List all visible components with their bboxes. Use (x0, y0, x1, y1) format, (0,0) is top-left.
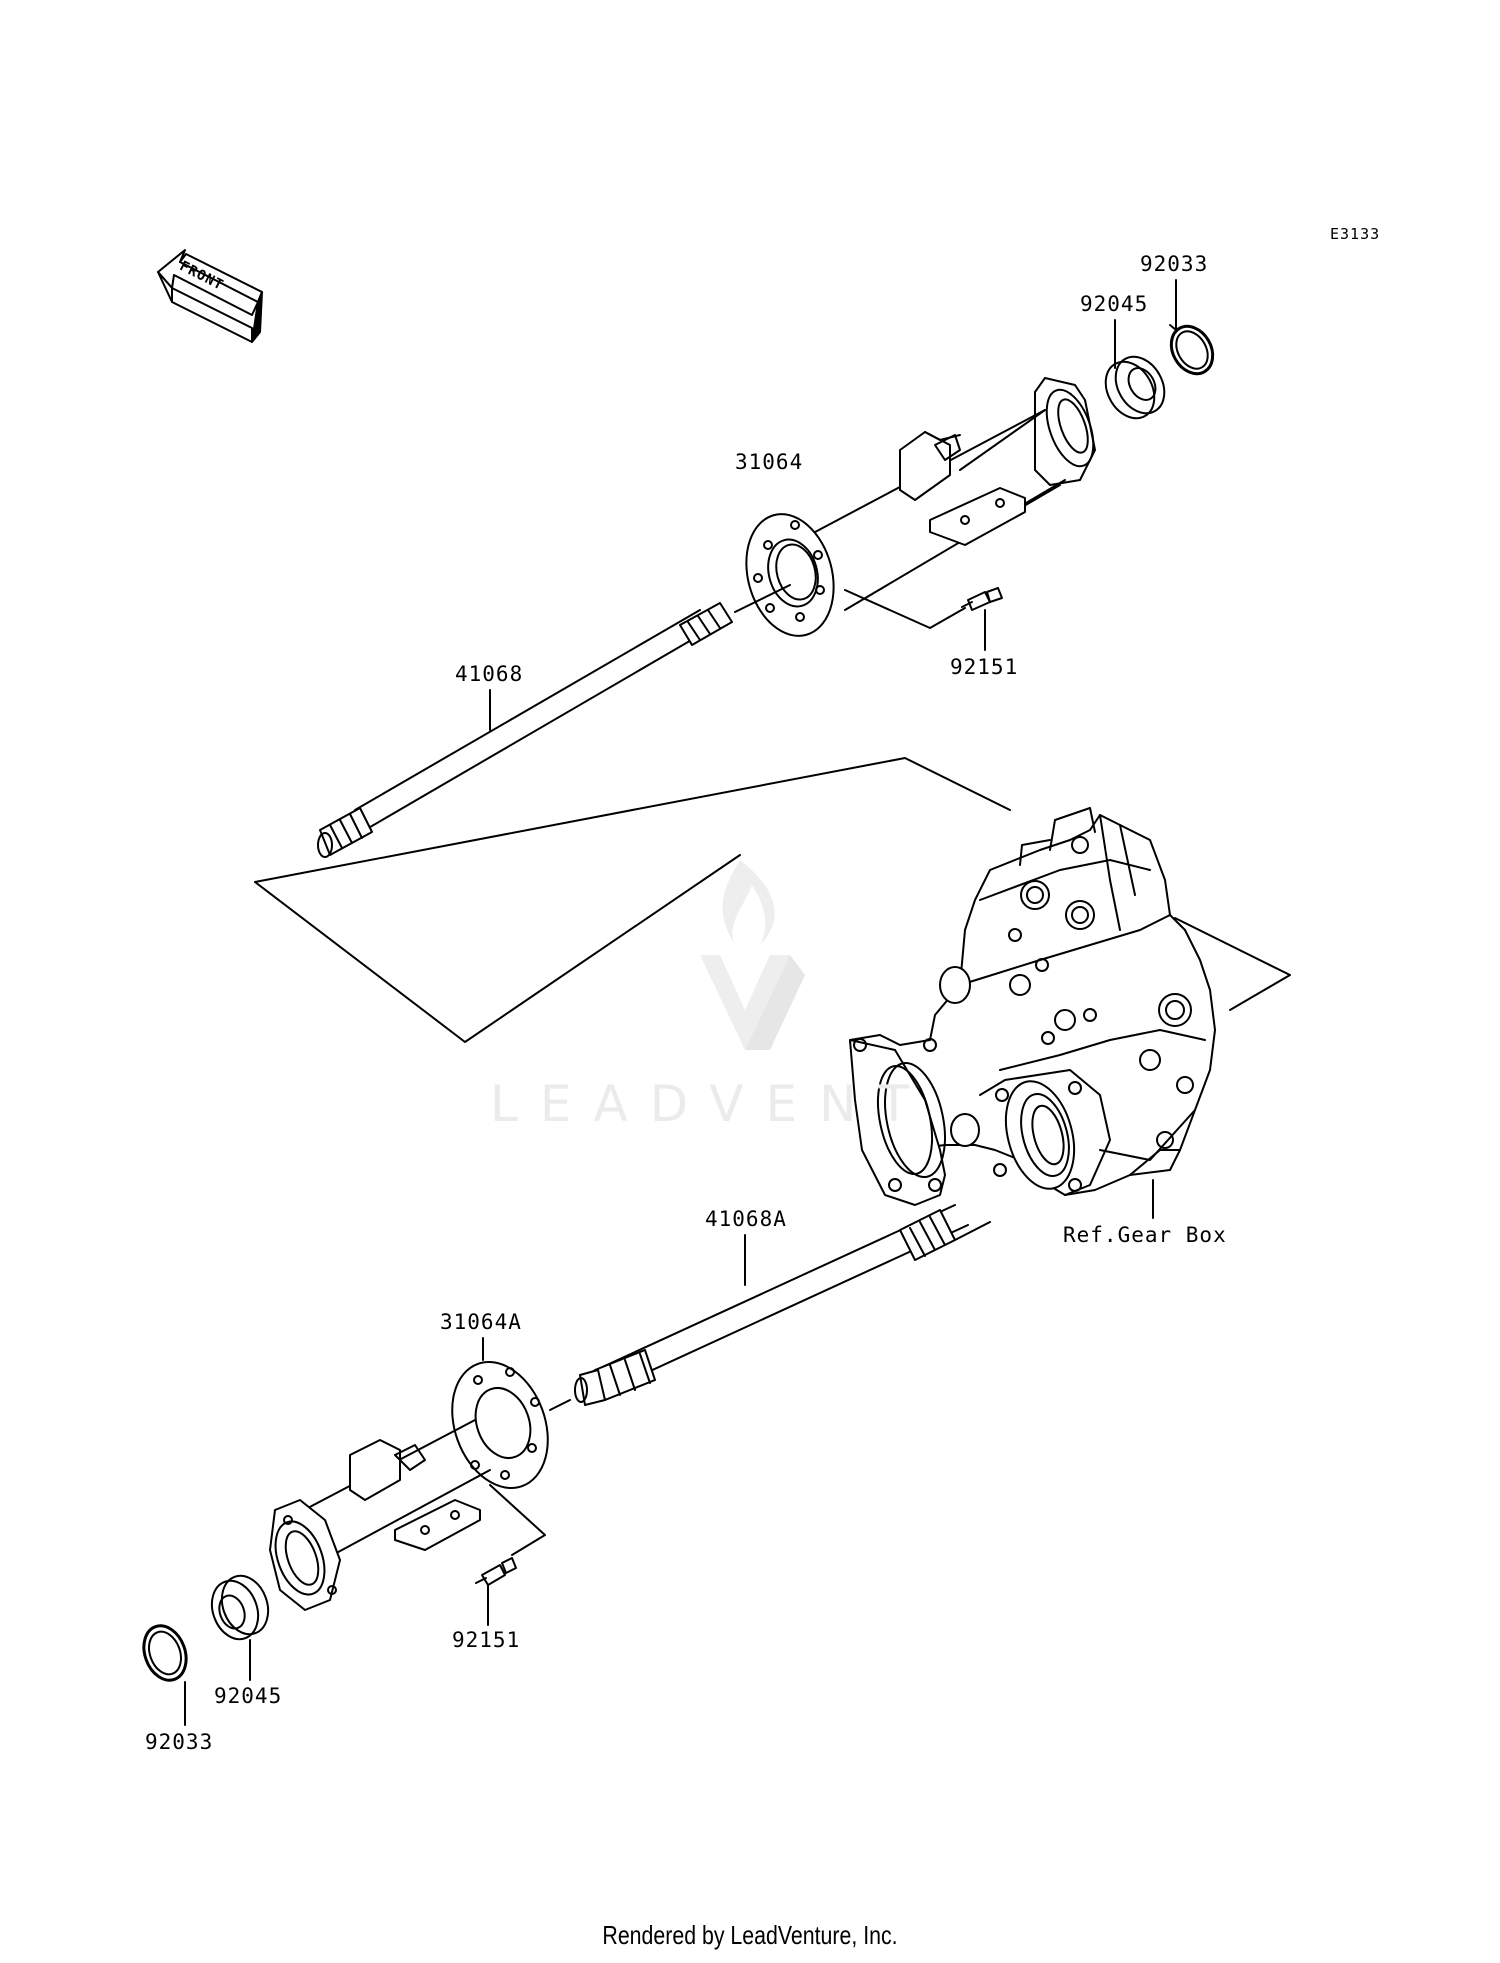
part-label-top-bolt[interactable]: 92151 (950, 655, 1019, 679)
top-shaft (317, 584, 791, 858)
bottom-bearing (210, 1574, 270, 1641)
part-label-bottom-bolt[interactable]: 92151 (452, 1628, 521, 1652)
part-label-gear-box[interactable]: Ref.Gear Box (1063, 1223, 1227, 1247)
top-circlip (1169, 324, 1215, 376)
bottom-bolt (475, 1557, 517, 1586)
bottom-circlip (142, 1624, 188, 1682)
gear-box (849, 807, 1216, 1206)
watermark-text: LEADVENT (490, 1075, 932, 1133)
part-label-top-shaft[interactable]: 41068 (455, 662, 524, 686)
part-label-top-housing[interactable]: 31064 (735, 450, 804, 474)
ref-line-lower (254, 854, 741, 1043)
part-label-bottom-housing[interactable]: 31064A (440, 1310, 522, 1334)
top-axle-housing (745, 377, 1096, 637)
leader-top-bolt (844, 589, 966, 629)
watermark-logo (700, 860, 805, 1050)
part-label-bottom-shaft[interactable]: 41068A (705, 1207, 787, 1231)
bottom-axle-housing (269, 1361, 549, 1611)
part-label-bottom-bearing[interactable]: 92045 (214, 1684, 283, 1708)
ref-line-gearbox (1174, 917, 1291, 1011)
diagram-code: E3133 (1330, 225, 1381, 243)
top-bearing (1104, 355, 1166, 420)
footer-credit: Rendered by LeadVenture, Inc. (602, 1920, 898, 1950)
front-arrow-icon (157, 249, 263, 343)
leader-bottom-bolt (489, 1484, 546, 1556)
part-label-top-bearing[interactable]: 92045 (1080, 292, 1149, 316)
part-label-top-circlip[interactable]: 92033 (1140, 252, 1209, 276)
top-bolt (961, 587, 1003, 611)
bottom-shaft (549, 1204, 991, 1411)
ref-line-upper (254, 757, 1011, 883)
part-label-bottom-circlip[interactable]: 92033 (145, 1730, 214, 1754)
